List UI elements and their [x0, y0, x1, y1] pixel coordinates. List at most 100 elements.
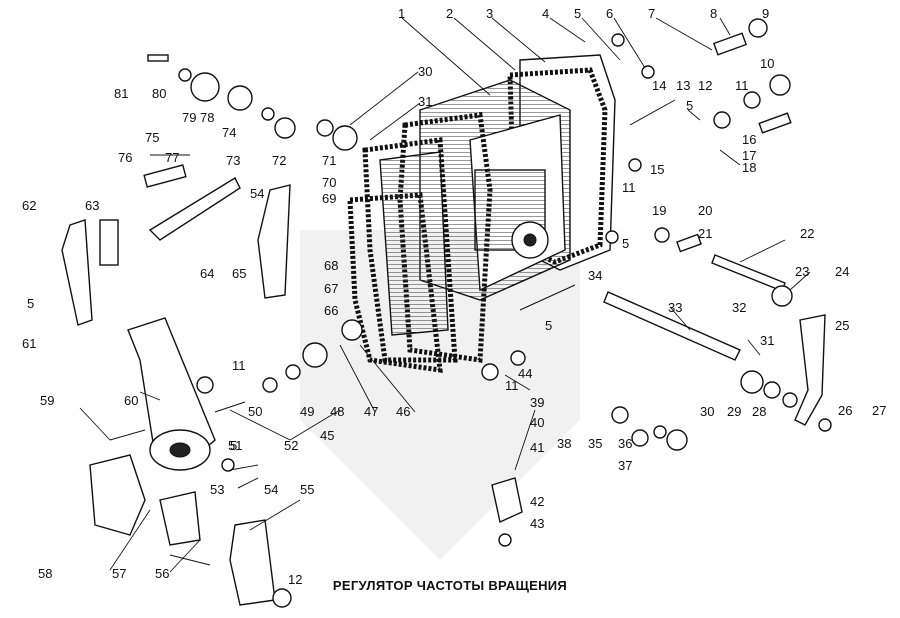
callout-9: 9 [762, 6, 769, 21]
rod-64 [148, 177, 241, 241]
callout-2: 2 [446, 6, 453, 21]
housing-gaskets [347, 112, 493, 373]
callout-3: 3 [486, 6, 493, 21]
callout-29: 29 [727, 404, 741, 419]
callout-26: 26 [838, 403, 852, 418]
callout-13: 13 [676, 78, 690, 93]
callout-50: 50 [248, 404, 262, 419]
callout-63: 63 [85, 198, 99, 213]
callout-65: 65 [232, 266, 246, 281]
callout-11: 11 [622, 180, 636, 195]
callout-38: 38 [557, 436, 571, 451]
callout-15: 15 [650, 162, 664, 177]
callout-71: 71 [322, 153, 336, 168]
callout-68: 68 [324, 258, 338, 273]
lever-65 [257, 184, 291, 299]
callout-14: 14 [652, 78, 666, 93]
callout-18: 18 [742, 160, 756, 175]
callout-77: 77 [165, 150, 179, 165]
fork-57 [159, 491, 201, 546]
callout-47: 47 [364, 404, 378, 419]
callout-22: 22 [800, 226, 814, 241]
callout-79: 79 [182, 110, 196, 125]
callout-1: 1 [398, 6, 405, 21]
callout-67: 67 [324, 281, 338, 296]
callout-36: 36 [618, 436, 632, 451]
callout-66: 66 [324, 303, 338, 318]
callout-53: 53 [210, 482, 224, 497]
callout-5: 5 [574, 6, 581, 21]
callout-48: 48 [330, 404, 344, 419]
callout-45: 45 [320, 428, 334, 443]
callout-57: 57 [112, 566, 126, 581]
lever-55 [229, 519, 276, 606]
callout-54: 54 [264, 482, 278, 497]
callout-20: 20 [698, 203, 712, 218]
callout-5: 5 [230, 438, 237, 453]
callout-44: 44 [518, 366, 532, 381]
callout-41: 41 [530, 440, 544, 455]
callout-60: 60 [124, 393, 138, 408]
callout-27: 27 [872, 403, 886, 418]
callout-81: 81 [114, 86, 128, 101]
callout-19: 19 [652, 203, 666, 218]
callout-59: 59 [40, 393, 54, 408]
callout-73: 73 [226, 153, 240, 168]
callout-17: 17 [742, 148, 756, 163]
callout-34: 34 [588, 268, 602, 283]
callout-46: 46 [396, 404, 410, 419]
callout-31: 31 [760, 333, 774, 348]
callout-43: 43 [530, 516, 544, 531]
callout-61: 61 [22, 336, 36, 351]
callout-58: 58 [38, 566, 52, 581]
callout-12: 12 [288, 572, 302, 587]
callout-64: 64 [200, 266, 214, 281]
callout-74: 74 [222, 125, 236, 140]
watermark-shape [300, 230, 580, 560]
callout-54: 54 [250, 186, 264, 201]
callout-5: 5 [622, 236, 629, 251]
callout-70: 70 [322, 175, 336, 190]
callout-21: 21 [698, 226, 712, 241]
callout-30: 30 [700, 404, 714, 419]
lever-42 [491, 477, 523, 523]
callout-42: 42 [530, 494, 544, 509]
callout-49: 49 [300, 404, 314, 419]
callout-80: 80 [152, 86, 166, 101]
callout-16: 16 [742, 132, 756, 147]
callout-52: 52 [284, 438, 298, 453]
diagram-title: РЕГУЛЯТОР ЧАСТОТЫ ВРАЩЕНИЯ [332, 578, 568, 593]
callout-11: 11 [505, 378, 519, 393]
callout-5: 5 [545, 318, 552, 333]
callout-24: 24 [835, 264, 849, 279]
callout-7: 7 [648, 6, 655, 21]
bracket-58 [89, 454, 146, 536]
callout-51: 51 [228, 438, 242, 453]
link-62 [61, 219, 93, 326]
callout-31: 31 [418, 94, 432, 109]
callout-39: 39 [530, 395, 544, 410]
callout-25: 25 [835, 318, 849, 333]
callout-12: 12 [698, 78, 712, 93]
callout-6: 6 [606, 6, 613, 21]
callout-4: 4 [542, 6, 549, 21]
callout-11: 11 [232, 358, 246, 373]
callout-62: 62 [22, 198, 36, 213]
callout-35: 35 [588, 436, 602, 451]
callout-32: 32 [732, 300, 746, 315]
callout-28: 28 [752, 404, 766, 419]
callout-5: 5 [27, 296, 34, 311]
callout-75: 75 [145, 130, 159, 145]
callout-30: 30 [418, 64, 432, 79]
callout-10: 10 [760, 56, 774, 71]
fasteners [109, 18, 832, 608]
callout-40: 40 [530, 415, 544, 430]
lever-60 [127, 317, 216, 471]
callout-37: 37 [618, 458, 632, 473]
callout-72: 72 [272, 153, 286, 168]
callout-56: 56 [155, 566, 169, 581]
callout-76: 76 [118, 150, 132, 165]
governor-housing [419, 79, 571, 301]
